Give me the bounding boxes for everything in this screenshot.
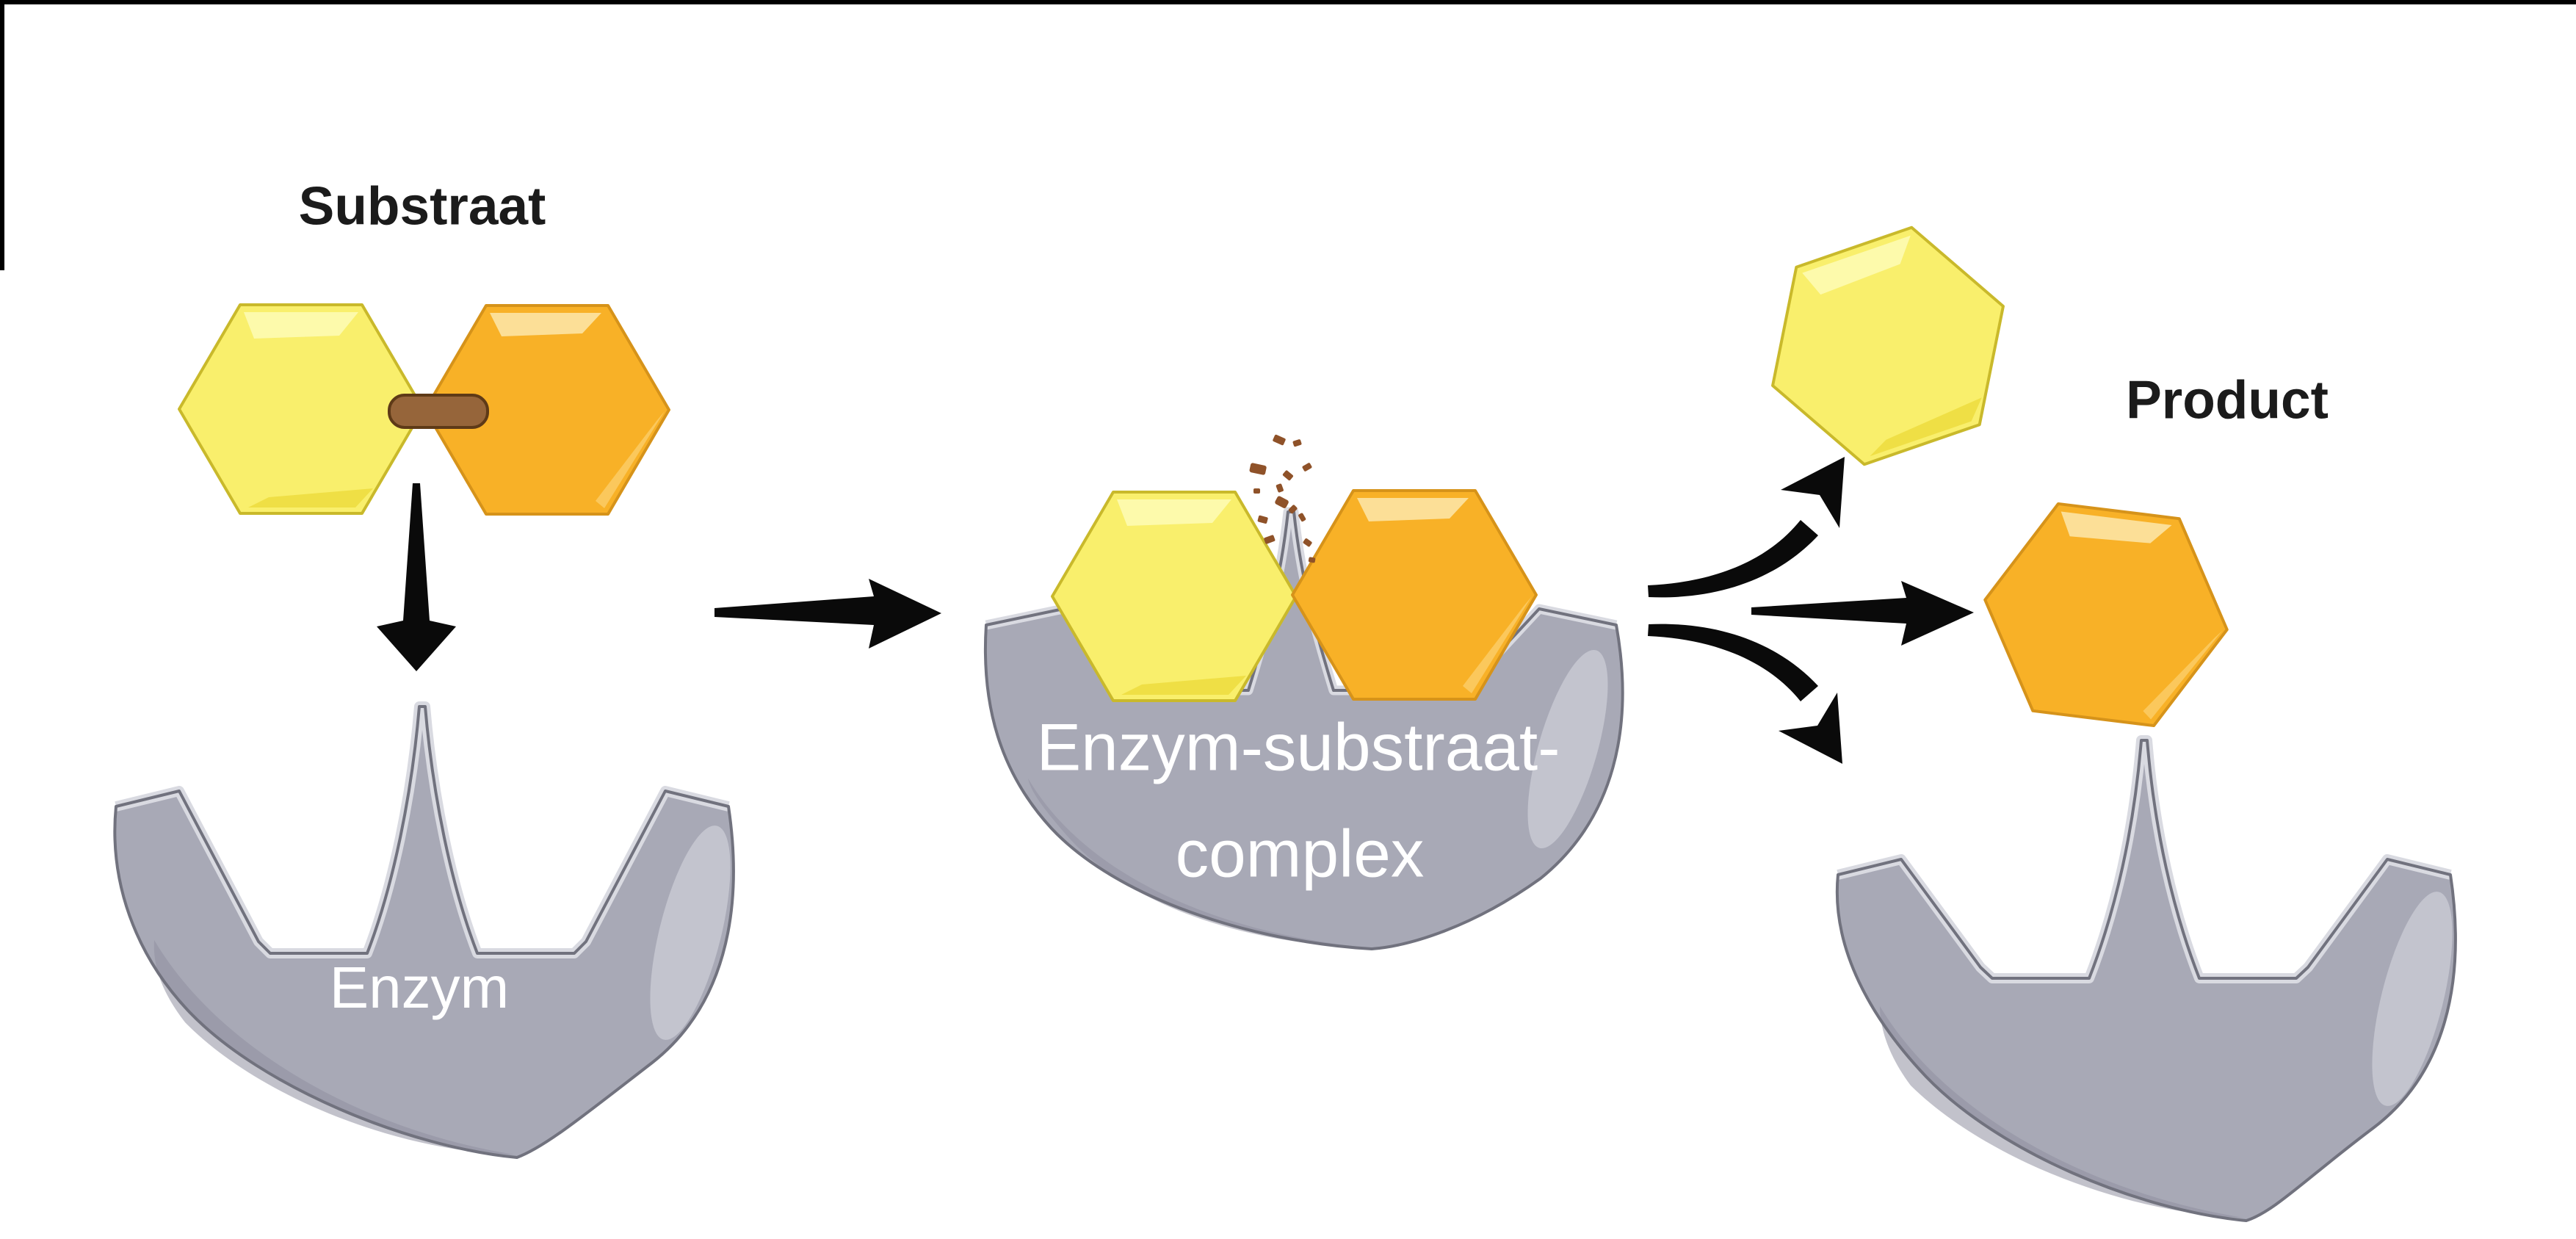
enzyme-bowl-right-body — [1837, 740, 2456, 1221]
arrow-curve-up-tail — [1648, 520, 1818, 598]
fragment — [1275, 496, 1289, 508]
enzyme-bowl-left-shadow — [153, 940, 515, 1155]
arrow-curve-down-tail — [1648, 624, 1818, 701]
product-molecules — [1737, 206, 2242, 735]
enzyme-bowl-left-highlight — [650, 826, 731, 1040]
fragment — [1253, 488, 1260, 494]
enzyme-bowl-right-shadow — [1880, 1006, 2243, 1218]
arrow-curve-up-head — [1781, 457, 1845, 528]
enzyme-bowl-left-outline — [113, 705, 735, 1159]
enzyme-bowl-middle-body — [985, 512, 1623, 949]
substrate-bond — [388, 394, 489, 429]
fragment — [1276, 483, 1284, 493]
enzyme-bowl-middle-outline — [983, 510, 1624, 950]
fragment — [1292, 439, 1302, 447]
bond-fragments — [1249, 434, 1316, 563]
product-hexagon-orange — [1970, 494, 2242, 735]
fragment — [1302, 463, 1312, 472]
fragment — [1257, 515, 1268, 524]
product-label: Product — [2126, 370, 2329, 430]
fragment — [1273, 434, 1286, 446]
enzyme-bowl-middle — [983, 507, 1624, 950]
fragment — [1288, 505, 1298, 514]
enzyme-bowl-middle-highlight — [1527, 649, 1608, 849]
substrate-label: Substraat — [298, 176, 546, 236]
fragment — [1308, 557, 1316, 563]
substrate-hexagon-yellow — [178, 303, 424, 515]
arrows — [377, 457, 1974, 764]
arrow-right-icon — [714, 579, 941, 649]
complex-label-line1: Enzym-substraat- — [1036, 710, 1560, 785]
fragment — [1249, 463, 1267, 475]
enzyme-label: Enzym — [329, 955, 510, 1020]
enzyme-bowl-right — [1835, 735, 2457, 1222]
fragment — [1282, 470, 1293, 481]
fragment — [1298, 513, 1306, 522]
arrow-curve-down-head — [1779, 693, 1842, 764]
fragment — [1303, 538, 1312, 547]
complex-label-line2: complex — [1175, 817, 1425, 892]
enzyme-bowl-right-outline — [1835, 739, 2457, 1222]
product-hexagon-yellow — [1737, 206, 2039, 486]
window-border-top — [0, 0, 2576, 4]
enzyme-bowl-left — [113, 701, 735, 1159]
substrate-molecule — [178, 303, 670, 516]
enzyme-bowl-right-highlight — [2372, 892, 2453, 1106]
arrow-fan-middle-icon — [1751, 581, 1974, 646]
enzyme-bowl-left-body — [115, 707, 734, 1157]
window-border-left — [0, 0, 4, 270]
arrow-down-icon — [377, 483, 456, 671]
fragment — [1264, 535, 1276, 544]
